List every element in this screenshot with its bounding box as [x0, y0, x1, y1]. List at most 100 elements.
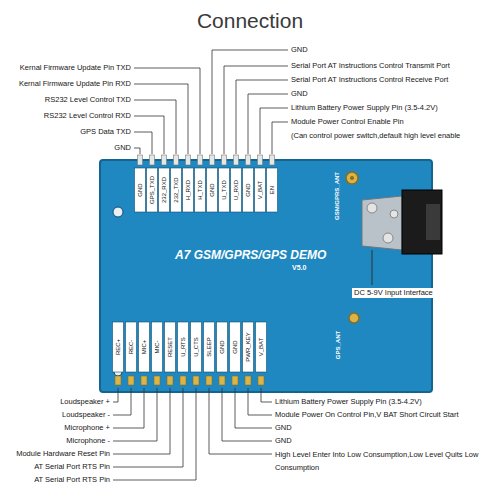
pin-name: GND [209, 183, 216, 196]
pin-name: REC+ [115, 339, 122, 355]
header-pin [115, 376, 121, 385]
pin-label-box [243, 168, 254, 212]
pin-name: V_BAT [258, 338, 265, 357]
pin-name: 232_RXD [161, 177, 168, 203]
pin-label-box [255, 168, 266, 212]
leader-line [272, 122, 288, 154]
pin-label-box [126, 322, 137, 372]
callout-text: Serial Port AT Instructions Control Rece… [291, 75, 448, 85]
mounting-hole [113, 207, 123, 217]
pin-label-box [217, 322, 228, 372]
leader-line [260, 108, 288, 154]
header-pin [206, 376, 212, 385]
pcb-board [100, 160, 432, 392]
pin-name: H_RXD [185, 180, 192, 200]
header-pin [138, 155, 143, 165]
leader-line [134, 132, 152, 154]
leader-line [113, 388, 131, 415]
pin-label-box [135, 168, 146, 212]
leader-line [134, 100, 176, 154]
header-pin [245, 376, 251, 385]
header-pin [154, 376, 160, 385]
jack-shell [362, 196, 402, 250]
header-pin [210, 155, 215, 165]
pin-label-box [230, 322, 241, 372]
header-pin [219, 376, 225, 385]
header-pin [198, 155, 203, 165]
leader-line [209, 388, 272, 454]
callout-text: Microphone + [64, 423, 110, 433]
leader-line [236, 80, 288, 154]
header-pin [128, 376, 134, 385]
pin-name: GND [219, 340, 226, 353]
leader-line [134, 68, 200, 154]
callout-text: RS232 Level Control RXD [44, 111, 131, 121]
header-pin [258, 376, 264, 385]
pin-name: 232_TXD [173, 177, 180, 202]
header-pin [174, 155, 179, 165]
pin-label-box [152, 322, 163, 372]
callout-text: AT Serial Port RTS Pin [34, 462, 110, 472]
solder-joint [367, 203, 377, 213]
header-pin [162, 155, 167, 165]
header-pin [186, 155, 191, 165]
pin-label-box [231, 168, 242, 212]
pin-name: GND [245, 183, 252, 196]
pin-label-box [219, 168, 230, 212]
leader-line [134, 148, 140, 154]
dc-jack-opening [426, 204, 440, 240]
pin-label-box [165, 322, 176, 372]
pin-name: U_TXD [221, 180, 228, 200]
callout-text: Module Hardware Reset Pin [16, 449, 110, 459]
pin-label-box [243, 322, 254, 372]
leader-line [113, 388, 170, 454]
header-pin [150, 155, 155, 165]
pin-label-box [171, 168, 182, 212]
callout-text: RS232 Level Control TXD [45, 95, 131, 105]
pin-label-box [195, 168, 206, 212]
callout-text: GPS Data TXD [80, 127, 131, 137]
leader-line [134, 84, 188, 154]
callout-text: Kernal Firmware Update Pin TXD [20, 63, 131, 73]
callout-text: GND [275, 436, 292, 446]
header-pin [234, 155, 239, 165]
leader-line [113, 388, 196, 480]
pin-label-box [183, 168, 194, 212]
board-name: A7 GSM/GPRS/GPS DEMO [175, 248, 326, 262]
diagram-title: Connection [0, 8, 500, 34]
leader-line [372, 250, 373, 285]
pin-name: GND [137, 183, 144, 196]
pin-label-box [139, 322, 150, 372]
leader-line [113, 388, 157, 441]
leader-line [113, 388, 118, 402]
pin-name: GPS_TXD [149, 176, 156, 204]
leader-line [134, 116, 164, 154]
solder-joint [390, 210, 398, 218]
header-pin [167, 376, 173, 385]
leader-line [222, 388, 272, 441]
leader-line [113, 388, 144, 428]
pin-label-box [267, 168, 278, 212]
gsm-antenna-connector [346, 172, 358, 184]
pin-name: REC- [128, 340, 135, 355]
leader-line [248, 388, 272, 415]
header-pin [246, 155, 251, 165]
header-pin [232, 376, 238, 385]
pin-name: U_CTS [193, 337, 200, 357]
leader-line [235, 388, 272, 428]
board-version: V5.0 [292, 264, 306, 272]
leader-line [261, 388, 272, 402]
pin-name: MIC- [154, 341, 161, 354]
callout-text: Microphone - [66, 436, 110, 446]
callout-text: GND [114, 143, 131, 153]
callout-text: Serial Port AT Instructions Control Tran… [291, 61, 450, 71]
pin-name: GSM/GPRS_ANT [334, 172, 341, 220]
pin-name: SLEEP [206, 337, 213, 356]
pin-label-box [159, 168, 170, 212]
leader-line [212, 50, 288, 154]
pin-name: RESET [167, 337, 174, 357]
dc-jack [402, 190, 442, 254]
pin-name: MIC+ [141, 340, 148, 355]
header-pin [193, 376, 199, 385]
callout-text: AT Serial Port RTS Pin [34, 475, 110, 485]
